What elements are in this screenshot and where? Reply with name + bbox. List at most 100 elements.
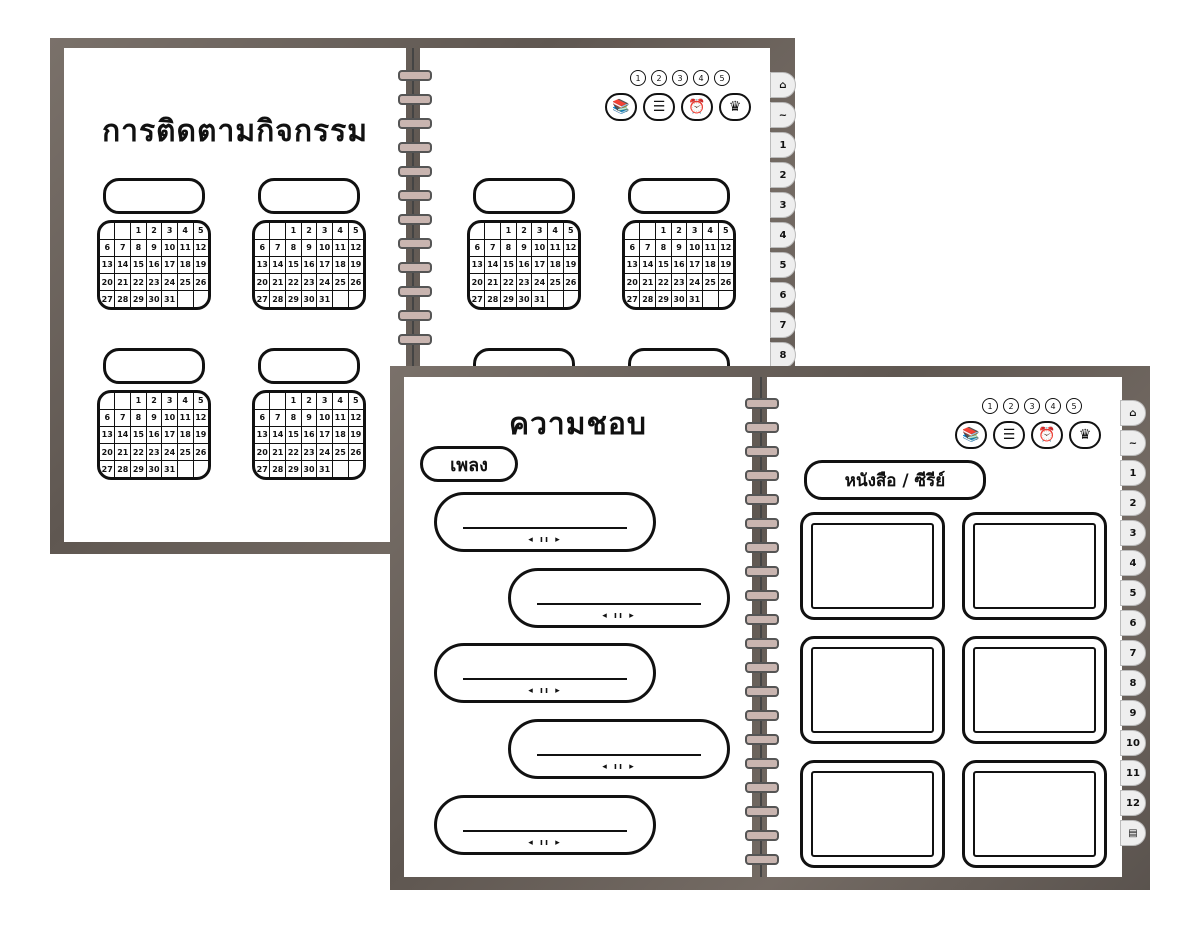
calendar-month-label[interactable] — [473, 178, 575, 214]
side-tab[interactable]: ⌂ — [1120, 400, 1146, 426]
page-number-circle[interactable]: 2 — [651, 70, 667, 86]
page-number-circle[interactable]: 3 — [672, 70, 688, 86]
side-tab[interactable]: ~ — [1120, 430, 1146, 456]
page-number-circle[interactable]: 4 — [1045, 398, 1061, 414]
page-number-circle[interactable]: 1 — [630, 70, 646, 86]
song-entry[interactable]: ◂ ıı ▸ — [434, 492, 656, 552]
calendar-month-label[interactable] — [258, 348, 360, 384]
spiral-ring — [745, 638, 779, 649]
side-tab[interactable]: 6 — [770, 282, 796, 308]
song-entry[interactable]: ◂ ıı ▸ — [434, 795, 656, 855]
side-tab[interactable]: 6 — [1120, 610, 1146, 636]
calendar-month-label[interactable] — [258, 178, 360, 214]
calendar-month-label[interactable] — [628, 178, 730, 214]
calendar-day: 25 — [331, 273, 349, 292]
crown-icon[interactable]: ♛ — [719, 93, 751, 121]
side-tab[interactable]: 5 — [1120, 580, 1146, 606]
books-icon[interactable]: 📚 — [605, 93, 637, 121]
side-tab[interactable]: 3 — [1120, 520, 1146, 546]
page-number-circle[interactable]: 4 — [693, 70, 709, 86]
side-tab[interactable]: 10 — [1120, 730, 1146, 756]
calendar-day: 20 — [625, 273, 641, 292]
side-tab[interactable]: 1 — [1120, 460, 1146, 486]
side-tab[interactable]: 9 — [1120, 700, 1146, 726]
calendar-day: 3 — [161, 223, 178, 240]
calendar-day: 25 — [176, 273, 194, 292]
side-tab[interactable]: 7 — [770, 312, 796, 338]
calendar-day: 1 — [130, 223, 147, 240]
side-tab[interactable]: 8 — [1120, 670, 1146, 696]
calendar-day: 6 — [470, 238, 486, 257]
calendar-day: 24 — [316, 443, 333, 462]
crown-icon[interactable]: ♛ — [1069, 421, 1101, 449]
spiral-ring — [745, 446, 779, 457]
calendar-day — [331, 460, 349, 477]
side-tab[interactable]: 3 — [770, 192, 796, 218]
book-cover-frame[interactable] — [962, 636, 1107, 744]
spiral-ring — [745, 782, 779, 793]
calendar-day: 16 — [515, 255, 533, 275]
calendar-day: 20 — [470, 273, 486, 292]
side-tab[interactable]: 1 — [770, 132, 796, 158]
spiral-ring — [745, 854, 779, 865]
side-tab[interactable]: 2 — [770, 162, 796, 188]
player-controls[interactable]: ◂ ıı ▸ — [528, 838, 562, 848]
player-controls[interactable]: ◂ ıı ▸ — [528, 686, 562, 696]
calendar-day: 10 — [316, 408, 333, 427]
page-number-circle[interactable]: 2 — [1003, 398, 1019, 414]
book-cover-frame[interactable] — [800, 512, 945, 620]
calendar-day: 24 — [161, 443, 178, 462]
page-number-circle[interactable]: 5 — [714, 70, 730, 86]
side-tab[interactable]: ⌂ — [770, 72, 796, 98]
calendar-day: 27 — [100, 460, 116, 477]
side-tab[interactable]: 4 — [770, 222, 796, 248]
calendar-day: 29 — [130, 460, 147, 477]
calendar-day — [347, 290, 363, 307]
calendar-day: 28 — [639, 290, 657, 307]
calendar-day: 6 — [100, 408, 116, 427]
calendar-month-label[interactable] — [103, 348, 205, 384]
calendar-day: 25 — [546, 273, 564, 292]
checklist-icon[interactable]: ☰ — [643, 93, 675, 121]
side-tab[interactable]: 5 — [770, 252, 796, 278]
calendar-day: 26 — [192, 443, 208, 462]
calendar-day: 14 — [114, 255, 132, 275]
side-tab[interactable]: 2 — [1120, 490, 1146, 516]
books-icon[interactable]: 📚 — [955, 421, 987, 449]
side-tab[interactable]: 11 — [1120, 760, 1146, 786]
calendar-day: 3 — [686, 223, 703, 240]
calendar-month-label[interactable] — [103, 178, 205, 214]
page-number-circle[interactable]: 3 — [1024, 398, 1040, 414]
side-tab[interactable]: 4 — [1120, 550, 1146, 576]
side-tab[interactable]: 8 — [770, 342, 796, 368]
spiral-ring — [745, 518, 779, 529]
calendar-day: 7 — [639, 238, 657, 257]
book-cover-frame[interactable] — [800, 760, 945, 868]
page-number-circle[interactable]: 5 — [1066, 398, 1082, 414]
calendar-day: 8 — [130, 408, 147, 427]
calendar-day: 16 — [670, 255, 688, 275]
calendar-day: 17 — [161, 425, 178, 445]
player-controls[interactable]: ◂ ıı ▸ — [528, 535, 562, 545]
calendar-day: 4 — [331, 393, 349, 410]
book-cover-frame[interactable] — [800, 636, 945, 744]
calendar-day: 22 — [285, 273, 302, 292]
song-entry[interactable]: ◂ ıı ▸ — [434, 643, 656, 703]
side-tab[interactable]: 12 — [1120, 790, 1146, 816]
book-cover-frame[interactable] — [962, 760, 1107, 868]
alarm-clock-icon[interactable]: ⏰ — [681, 93, 713, 121]
checklist-icon[interactable]: ☰ — [993, 421, 1025, 449]
spiral-ring — [398, 214, 432, 225]
book-cover-frame[interactable] — [962, 512, 1107, 620]
side-tab[interactable]: 7 — [1120, 640, 1146, 666]
alarm-clock-icon[interactable]: ⏰ — [1031, 421, 1063, 449]
page-number-circle[interactable]: 1 — [982, 398, 998, 414]
song-entry[interactable]: ◂ ıı ▸ — [508, 568, 730, 628]
player-controls[interactable]: ◂ ıı ▸ — [602, 611, 636, 621]
song-entry[interactable]: ◂ ıı ▸ — [508, 719, 730, 779]
calendar-day: 3 — [316, 393, 333, 410]
side-tab[interactable]: ▤ — [1120, 820, 1146, 846]
player-controls[interactable]: ◂ ıı ▸ — [602, 762, 636, 772]
side-tab[interactable]: ~ — [770, 102, 796, 128]
